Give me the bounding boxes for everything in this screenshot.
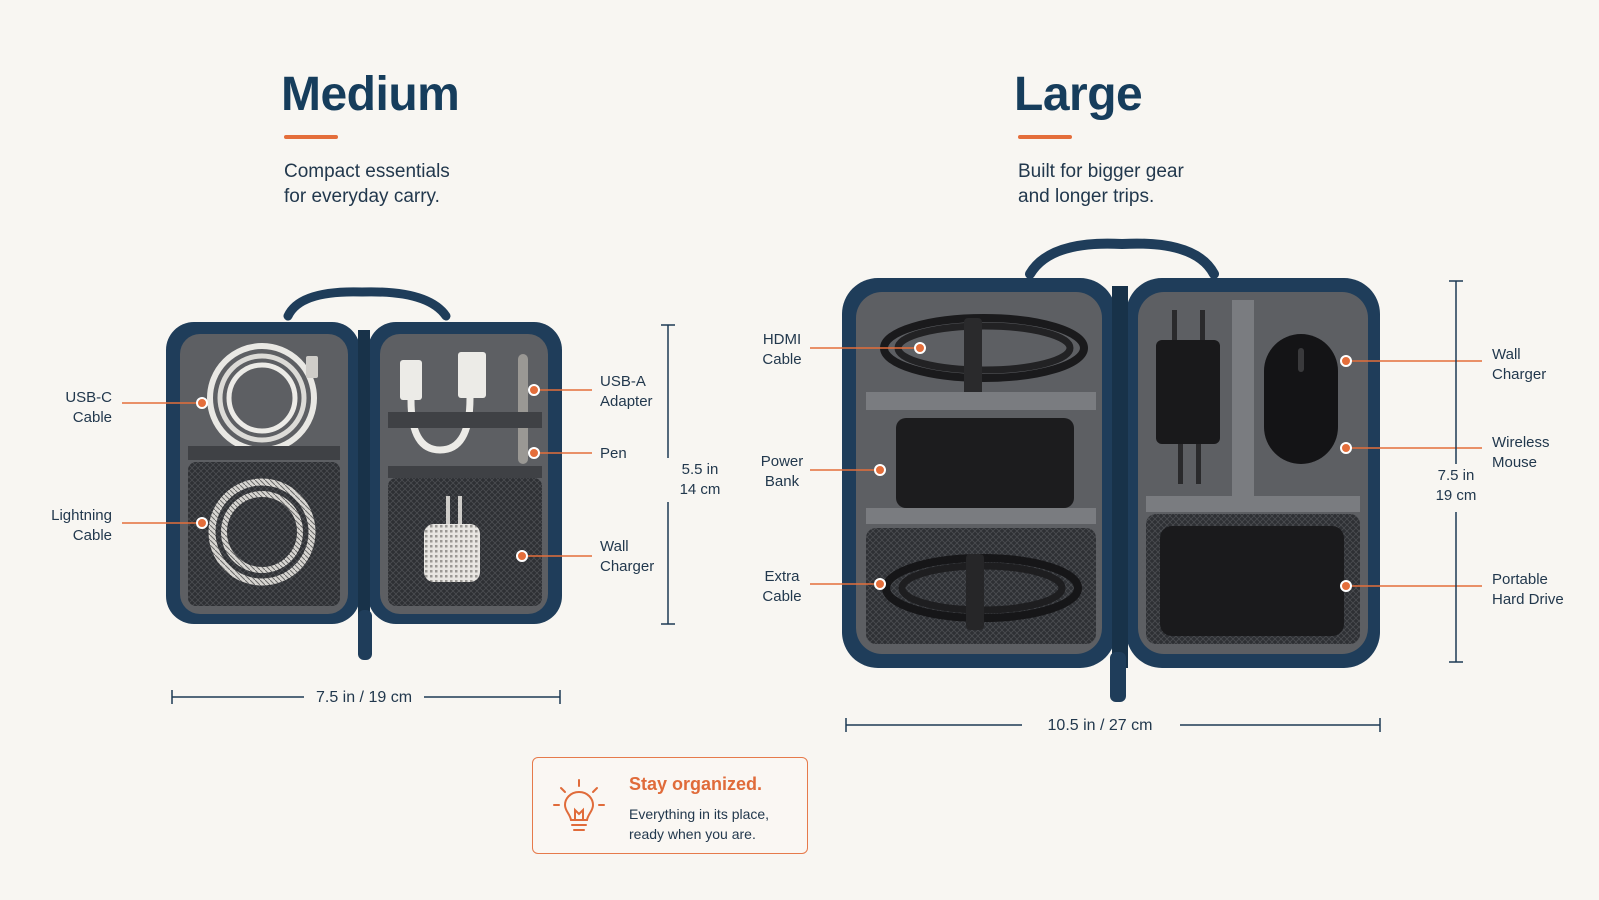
callout-line: Lightning [51, 507, 112, 524]
callout-usb-c-cable: USB-C Cable [40, 388, 112, 428]
callout-line: Charger [600, 558, 655, 575]
callout-large-wall-charger: Wall Charger [1492, 345, 1546, 385]
callout-power-bank: Power Bank [752, 452, 812, 492]
medium-subtitle-line: Compact essentials [284, 161, 450, 182]
large-width-dimension: 10.5 in / 27 cm [1047, 717, 1153, 734]
callout-line: HDMI [762, 331, 802, 348]
large-title: Large [1014, 68, 1143, 121]
medium-width-dimension: 7.5 in / 19 cm [315, 689, 413, 706]
callout-line: Bank [764, 473, 800, 490]
callout-line: Power [760, 453, 804, 470]
medium-height-dimension: 5.5 in 14 cm [674, 460, 726, 500]
tip-title: Stay organized. [629, 774, 763, 794]
large-subtitle: Built for bigger gear and longer trips. [1018, 159, 1184, 209]
medium-subtitle-line: for everyday carry. [284, 186, 440, 207]
callout-line: Cable [762, 351, 802, 368]
medium-case [166, 287, 562, 660]
large-subtitle-line: and longer trips. [1018, 186, 1155, 207]
medium-title-underline [284, 135, 338, 139]
lightbulb-icon [553, 779, 605, 831]
large-title-underline [1018, 135, 1072, 139]
dimension-line: 5.5 in [681, 461, 719, 478]
callout-hdmi-cable: HDMI Cable [752, 330, 812, 370]
callout-line: USB-C [65, 389, 112, 406]
callout-line: Cable [762, 588, 802, 605]
callout-line: Adapter [600, 393, 653, 410]
medium-subtitle: Compact essentials for everyday carry. [284, 159, 450, 209]
dimension-line: 19 cm [1435, 487, 1477, 504]
callout-line: Wireless [1492, 434, 1550, 451]
dimension-lines [171, 280, 1463, 732]
callout-line: Cable [72, 409, 112, 426]
large-case [842, 238, 1380, 702]
callout-line: Hard Drive [1492, 591, 1564, 608]
large-subtitle-line: Built for bigger gear [1018, 161, 1184, 182]
callout-dots [196, 342, 1352, 592]
callout-line: Pen [600, 445, 627, 462]
callout-line: Portable [1492, 571, 1548, 588]
tip-body-line: Everything in its place, [629, 806, 770, 822]
callout-line: Wall [1492, 346, 1521, 363]
callout-line: Charger [1492, 366, 1547, 383]
dimension-line: 14 cm [679, 481, 721, 498]
dimension-line: 7.5 in [1437, 467, 1475, 484]
tip-body: Everything in its place, ready when you … [629, 804, 769, 844]
callout-line: Extra [764, 568, 800, 585]
tip-body-line: ready when you are. [629, 826, 756, 842]
callout-wireless-mouse: Wireless Mouse [1492, 433, 1550, 473]
callout-medium-wall-charger: Wall Charger [600, 537, 654, 577]
callout-line: Mouse [1492, 454, 1538, 471]
callout-lines [122, 347, 1482, 587]
callout-portable-hard-drive: Portable Hard Drive [1492, 570, 1564, 610]
callout-pen: Pen [600, 444, 627, 464]
tip-box: Stay organized. Everything in its place,… [532, 757, 808, 854]
callout-lightning-cable: Lightning Cable [30, 506, 112, 546]
callout-extra-cable: Extra Cable [752, 567, 812, 607]
callout-usb-a-adapter: USB-A Adapter [600, 372, 653, 412]
large-height-dimension: 7.5 in 19 cm [1430, 466, 1482, 506]
callout-line: Cable [72, 527, 112, 544]
callout-line: USB-A [600, 373, 646, 390]
callout-line: Wall [600, 538, 629, 555]
medium-title: Medium [281, 68, 460, 121]
